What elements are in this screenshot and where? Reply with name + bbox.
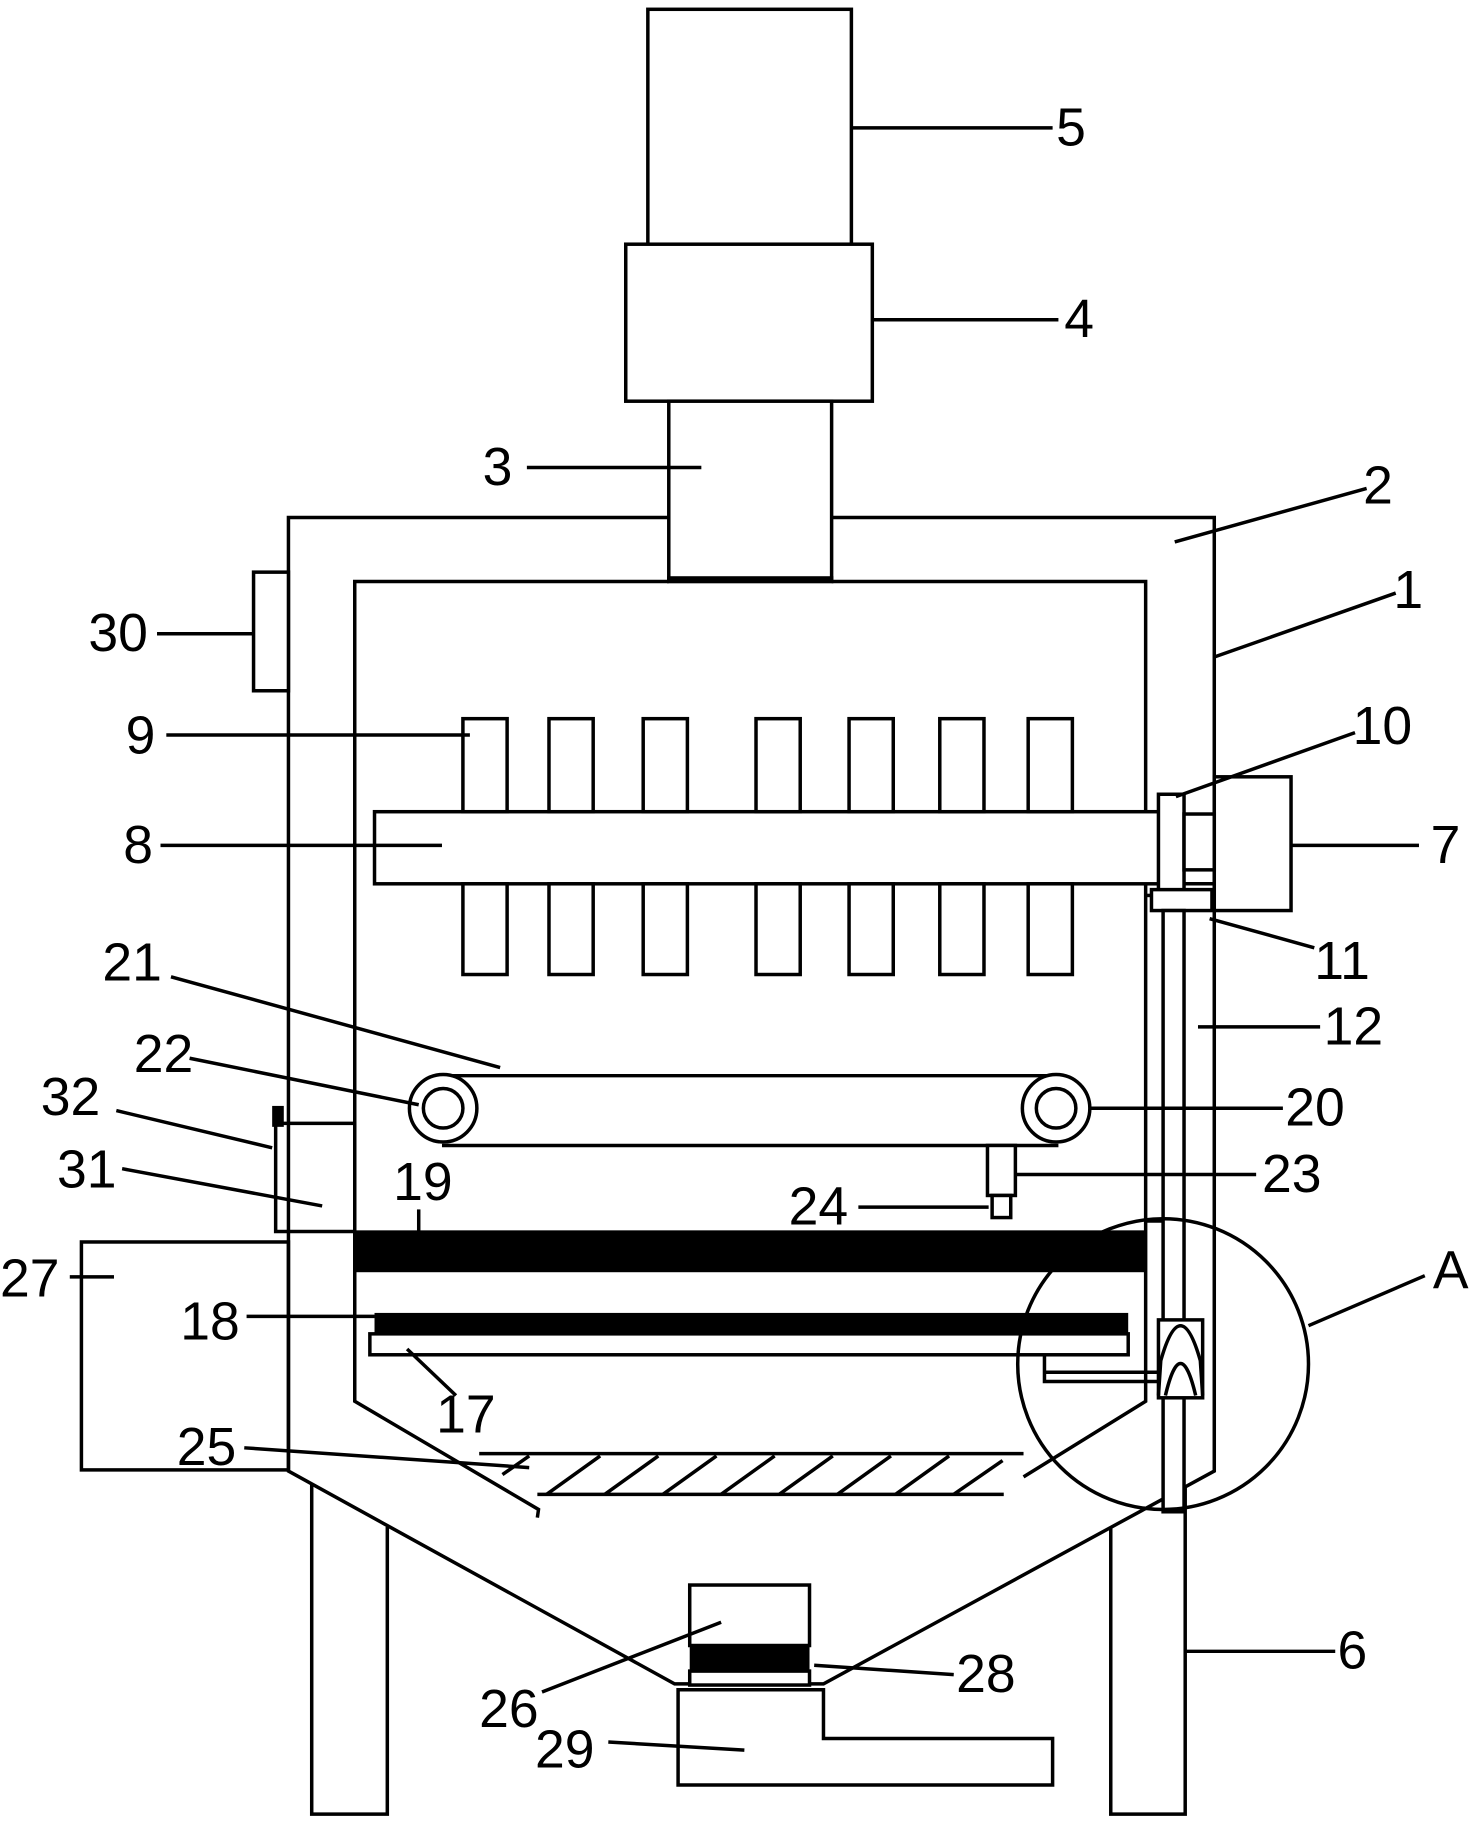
flap-32 xyxy=(272,1105,284,1127)
brush-18 xyxy=(374,1312,1129,1334)
label-25: 25 xyxy=(177,1418,237,1477)
label-7: 7 xyxy=(1431,816,1461,875)
label-1: 1 xyxy=(1393,561,1423,620)
label-21: 21 xyxy=(102,933,162,992)
pipe-29 xyxy=(676,1687,1055,1787)
label-3: 3 xyxy=(483,438,513,497)
nozzle-24 xyxy=(990,1193,1013,1220)
coupling xyxy=(1182,812,1217,872)
roller-22 xyxy=(407,1072,479,1144)
leg-left xyxy=(309,1485,390,1816)
bearing-10 xyxy=(1156,792,1186,903)
valve-28 xyxy=(689,1645,810,1672)
motor-5 xyxy=(646,7,854,250)
label-22: 22 xyxy=(134,1025,194,1084)
agitator-shaft-8 xyxy=(372,809,1163,886)
label-6: 6 xyxy=(1338,1622,1368,1681)
tank-27 xyxy=(79,1240,291,1472)
label-19: 19 xyxy=(393,1153,453,1212)
sprayer-23 xyxy=(985,1143,1018,1198)
label-32: 32 xyxy=(41,1068,101,1127)
filter-25 xyxy=(479,1451,1024,1497)
screen-19 xyxy=(354,1230,1146,1273)
cam-11 xyxy=(1149,887,1214,913)
label-18: 18 xyxy=(180,1293,240,1352)
label-28: 28 xyxy=(956,1645,1016,1704)
label-8: 8 xyxy=(123,816,153,875)
detail-circle-a xyxy=(1015,1216,1311,1512)
leader-lines xyxy=(69,126,1426,1752)
label-31: 31 xyxy=(57,1140,117,1199)
ledge xyxy=(667,576,834,584)
label-29: 29 xyxy=(535,1721,595,1780)
label-30: 30 xyxy=(88,604,148,663)
side-box-30 xyxy=(251,570,291,693)
label-17: 17 xyxy=(436,1386,496,1445)
label-9: 9 xyxy=(126,707,156,766)
label-27: 27 xyxy=(0,1250,60,1309)
drive-shaft-3 xyxy=(667,399,834,584)
label-5: 5 xyxy=(1056,98,1086,157)
label-12: 12 xyxy=(1324,997,1384,1056)
label-4: 4 xyxy=(1064,290,1094,349)
label-23: 23 xyxy=(1262,1145,1322,1204)
label-10: 10 xyxy=(1353,697,1413,756)
motor-7 xyxy=(1212,775,1293,913)
label-2: 2 xyxy=(1363,457,1393,516)
reducer-4 xyxy=(624,242,875,403)
outlet-26 xyxy=(687,1583,812,1648)
belt-21 xyxy=(441,1073,1059,1148)
label-24: 24 xyxy=(789,1178,849,1237)
rod-12 xyxy=(1161,908,1186,1514)
paddles-9 xyxy=(461,716,1075,977)
leg-right xyxy=(1109,1485,1187,1816)
part-labels: 5 4 3 2 1 30 9 8 10 7 11 12 21 22 32 31 … xyxy=(0,98,1469,1779)
label-11: 11 xyxy=(1314,932,1370,991)
label-20: 20 xyxy=(1285,1079,1345,1138)
label-A: A xyxy=(1433,1241,1469,1300)
roller-20 xyxy=(1020,1072,1092,1144)
label-26: 26 xyxy=(479,1680,539,1739)
brush-plate-17 xyxy=(368,1332,1130,1357)
